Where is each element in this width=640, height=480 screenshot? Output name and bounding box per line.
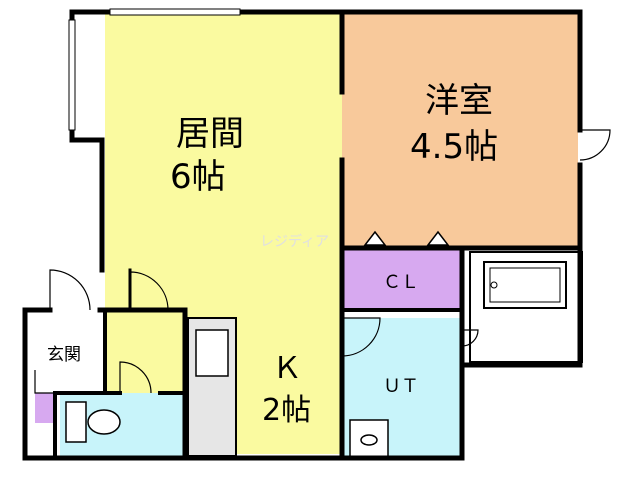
- window-left: [68, 19, 76, 131]
- bathtub-icon: [483, 261, 567, 309]
- western-room-name: 洋室: [425, 81, 493, 121]
- kitchen-name: Ｋ: [272, 351, 302, 386]
- entrance-fill: [35, 318, 107, 393]
- window-top: [109, 8, 241, 16]
- kitchen-size: 2帖: [262, 393, 311, 428]
- closet-fill: [342, 250, 462, 310]
- western-room-fill: [342, 14, 578, 248]
- hall-fill: [105, 318, 185, 393]
- sink-icon: [195, 329, 229, 377]
- shoe-closet-fill: [35, 393, 55, 423]
- living-room-name: 居間: [176, 114, 244, 154]
- door-swings: [34, 129, 611, 394]
- closet-label: ＣＬ: [383, 272, 419, 293]
- toilet-icon: [65, 401, 121, 443]
- watermark: レジディア: [260, 233, 329, 250]
- living-room-size: 6帖: [170, 157, 226, 197]
- walls: [22, 9, 583, 461]
- utility-label: ＵＴ: [383, 376, 419, 397]
- closet-doors: [363, 230, 450, 246]
- washbasin-icon: [349, 419, 389, 459]
- entrance-label: 玄関: [47, 345, 81, 365]
- western-room-size: 4.5帖: [410, 127, 498, 167]
